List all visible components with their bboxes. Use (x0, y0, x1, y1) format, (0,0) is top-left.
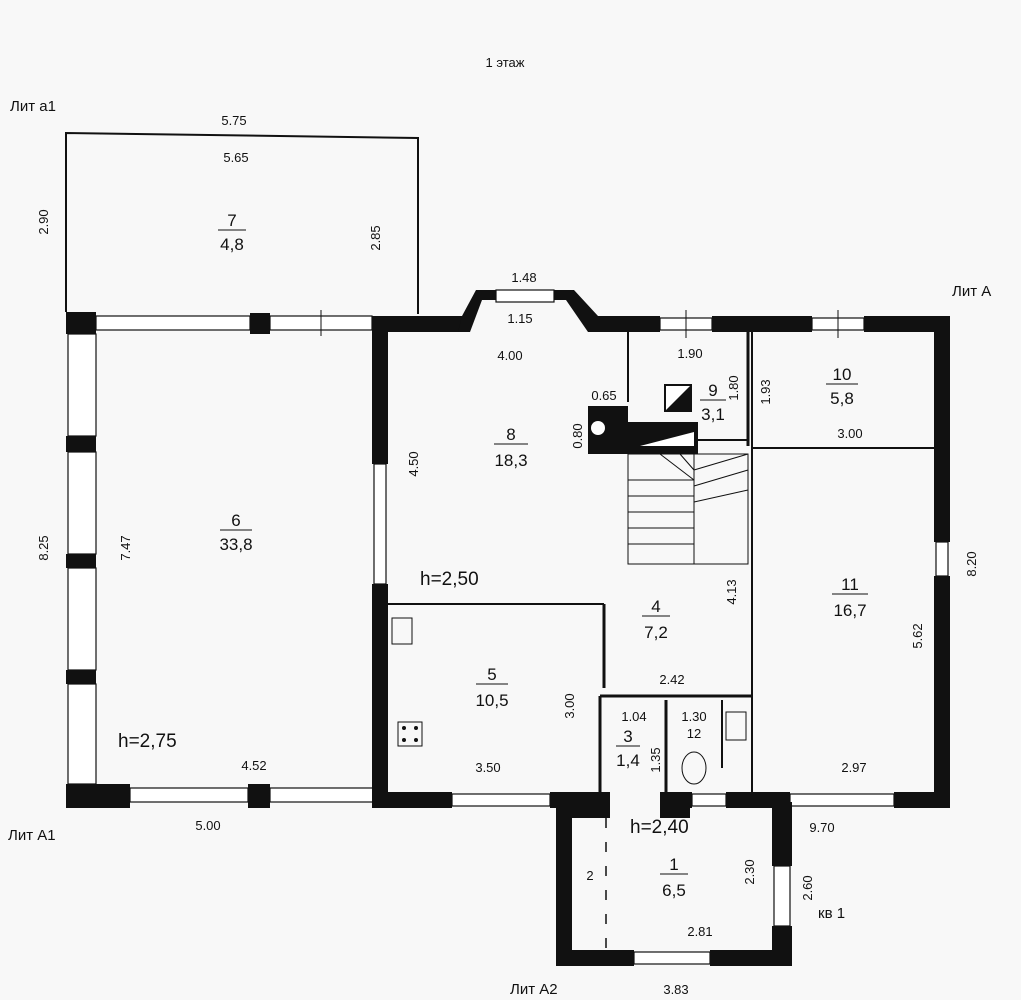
dimension-label: 2.60 (800, 875, 815, 900)
dimension-label: 5.62 (910, 623, 925, 648)
height-label: h=2,40 (630, 817, 689, 838)
lit-A1-label: Лит А1 (8, 827, 56, 844)
dimension-label: 2.42 (659, 672, 684, 687)
svg-text:8: 8 (506, 425, 515, 444)
room-7-label: 74,8 (218, 211, 246, 254)
room-1-label: 16,5 (660, 855, 688, 900)
room-10-label: 105,8 (826, 365, 858, 408)
dimension-label: 2.85 (368, 225, 383, 250)
dimension-label: 4.13 (724, 579, 739, 604)
dimension-label: 3.00 (562, 693, 577, 718)
room-1-walls (556, 802, 792, 966)
room-4-label: 47,2 (642, 597, 670, 642)
dimension-label: 5.75 (221, 113, 246, 128)
dimension-label: 1.15 (507, 311, 532, 326)
svg-text:6: 6 (231, 511, 240, 530)
height-label: h=2,50 (420, 569, 479, 590)
room-12-label: 12 (687, 726, 701, 741)
svg-text:12: 12 (687, 726, 701, 741)
svg-text:9: 9 (708, 381, 717, 400)
svg-text:6,5: 6,5 (662, 881, 686, 900)
lit-a1-top-label: Лит а1 (10, 98, 56, 115)
lit-a-label: Лит А (952, 283, 991, 300)
dimension-label: 5.00 (195, 818, 220, 833)
dimension-label: 1.35 (648, 747, 663, 772)
dimension-label: 4.50 (406, 451, 421, 476)
dimension-label: 3.83 (663, 982, 688, 997)
dimension-label: 2.90 (36, 209, 51, 234)
svg-text:3,1: 3,1 (701, 405, 725, 424)
dimension-label: 2.97 (841, 760, 866, 775)
svg-text:16,7: 16,7 (833, 601, 866, 620)
dimension-label: 0.80 (570, 423, 585, 448)
room-3-label: 31,4 (616, 727, 640, 770)
svg-text:11: 11 (841, 575, 859, 594)
svg-text:5: 5 (487, 665, 496, 684)
dimension-label: 1.48 (511, 270, 536, 285)
dimension-label: 0.65 (591, 388, 616, 403)
dimension-label: 4.52 (241, 758, 266, 773)
stove-block (588, 384, 698, 454)
room-8-label: 818,3 (494, 425, 528, 470)
dimension-label: 2.81 (687, 924, 712, 939)
dimension-label: 9.70 (809, 820, 834, 835)
svg-text:4: 4 (651, 597, 660, 616)
svg-text:7,2: 7,2 (644, 623, 668, 642)
svg-text:18,3: 18,3 (494, 451, 527, 470)
svg-text:3: 3 (623, 727, 632, 746)
dimension-label: 2.30 (742, 859, 757, 884)
fixtures (391, 617, 747, 785)
dimension-label: 1.04 (621, 709, 646, 724)
room-5-label: 510,5 (475, 665, 508, 710)
room-6-walls (66, 310, 375, 808)
room-6-label: 633,8 (219, 511, 252, 554)
svg-text:7: 7 (227, 211, 236, 230)
dimension-labels-vertical: 2.90 2.85 1.93 1.80 0.80 4.50 8.25 7.47 … (36, 209, 979, 900)
ceiling-heights: h=2,50 h=2,75 h=2,40 (118, 569, 689, 838)
svg-text:10: 10 (833, 365, 852, 384)
dimension-label: 1.90 (677, 346, 702, 361)
dimension-label: 1.30 (681, 709, 706, 724)
room-11-label: 11 16,7 (832, 575, 868, 620)
svg-text:1,4: 1,4 (616, 751, 640, 770)
svg-text:5,8: 5,8 (830, 389, 854, 408)
staircase (627, 453, 749, 565)
dimension-label: 3.50 (475, 760, 500, 775)
svg-text:33,8: 33,8 (219, 535, 252, 554)
kv-label: кв 1 (818, 905, 845, 922)
lit-labels: Лит а1 Лит А Лит А1 Лит А2 кв 1 (8, 98, 991, 998)
plan-title: 1 этаж (486, 55, 525, 70)
dimension-label: 2 (586, 868, 593, 883)
dimension-labels: 5.75 5.65 1.48 1.15 4.00 1.90 3.00 0.65 … (195, 113, 866, 997)
dimension-label: 5.65 (223, 150, 248, 165)
svg-text:10,5: 10,5 (475, 691, 508, 710)
lit-a-walls (372, 289, 950, 808)
dimension-label: 8.20 (964, 551, 979, 576)
dimension-label: 8.25 (36, 535, 51, 560)
svg-text:4,8: 4,8 (220, 235, 244, 254)
dimension-label: 1.80 (726, 375, 741, 400)
dimension-label: 7.47 (118, 535, 133, 560)
dimension-label: 1.93 (758, 379, 773, 404)
lit-A2-label: Лит А2 (510, 981, 558, 998)
svg-text:1: 1 (669, 855, 678, 874)
room-9-label: 93,1 (700, 381, 726, 424)
dimension-label: 3.00 (837, 426, 862, 441)
dimension-label: 4.00 (497, 348, 522, 363)
lit-a1-outline (65, 131, 419, 314)
height-label: h=2,75 (118, 731, 177, 752)
